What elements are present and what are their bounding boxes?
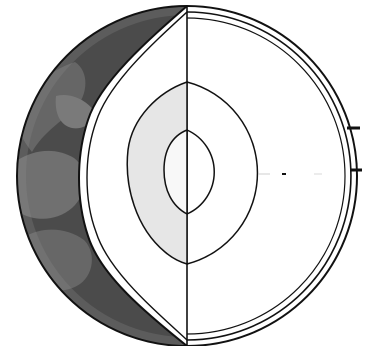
earth-cross-section-icon <box>0 0 367 346</box>
diagram-canvas <box>0 0 367 346</box>
